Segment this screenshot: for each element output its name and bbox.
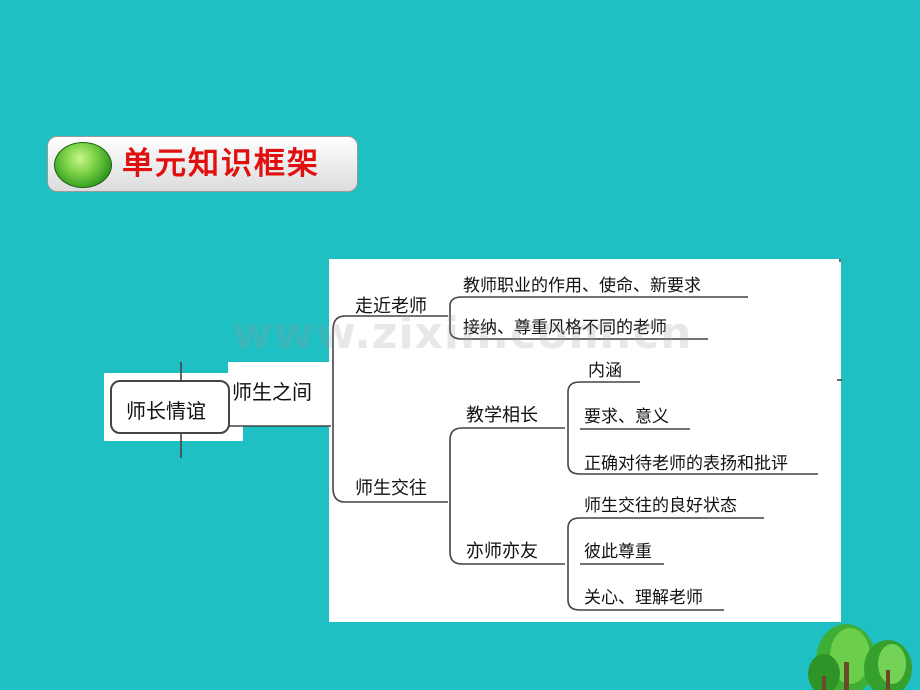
sub-branch-1-label: 教学相长 bbox=[466, 405, 538, 426]
sub-branch-2-label: 亦师亦友 bbox=[466, 541, 538, 562]
sub-branch-1-item-2: 要求、意义 bbox=[584, 407, 669, 427]
mindmap-panel bbox=[329, 259, 841, 622]
level1-node-label: 师生之间 bbox=[232, 380, 312, 404]
sub-branch-2-item-3: 关心、理解老师 bbox=[584, 588, 703, 608]
branch-a-item-1: 教师职业的作用、使命、新要求 bbox=[463, 276, 701, 296]
sub-branch-1-item-1: 内涵 bbox=[588, 361, 622, 381]
level1-background bbox=[228, 362, 331, 426]
banner-title: 单元知识框架 bbox=[122, 146, 320, 182]
root-node-box bbox=[110, 380, 230, 434]
sub-branch-2-item-2: 彼此尊重 bbox=[584, 542, 652, 562]
branch-a-item-2: 接纳、尊重风格不同的老师 bbox=[463, 318, 667, 338]
sub-branch-1-item-3: 正确对待老师的表扬和批评 bbox=[584, 454, 788, 474]
sub-branch-2-item-1: 师生交往的良好状态 bbox=[584, 496, 737, 516]
tree-decoration-icon bbox=[808, 624, 912, 690]
branch-a-label: 走近老师 bbox=[355, 296, 427, 317]
section-banner: 单元知识框架 bbox=[47, 136, 358, 192]
branch-b-label: 师生交往 bbox=[355, 478, 427, 499]
root-node-label: 师长情谊 bbox=[126, 399, 206, 423]
green-bullet-icon bbox=[54, 142, 112, 188]
watermark: www.zixin.com.cn bbox=[232, 308, 693, 359]
